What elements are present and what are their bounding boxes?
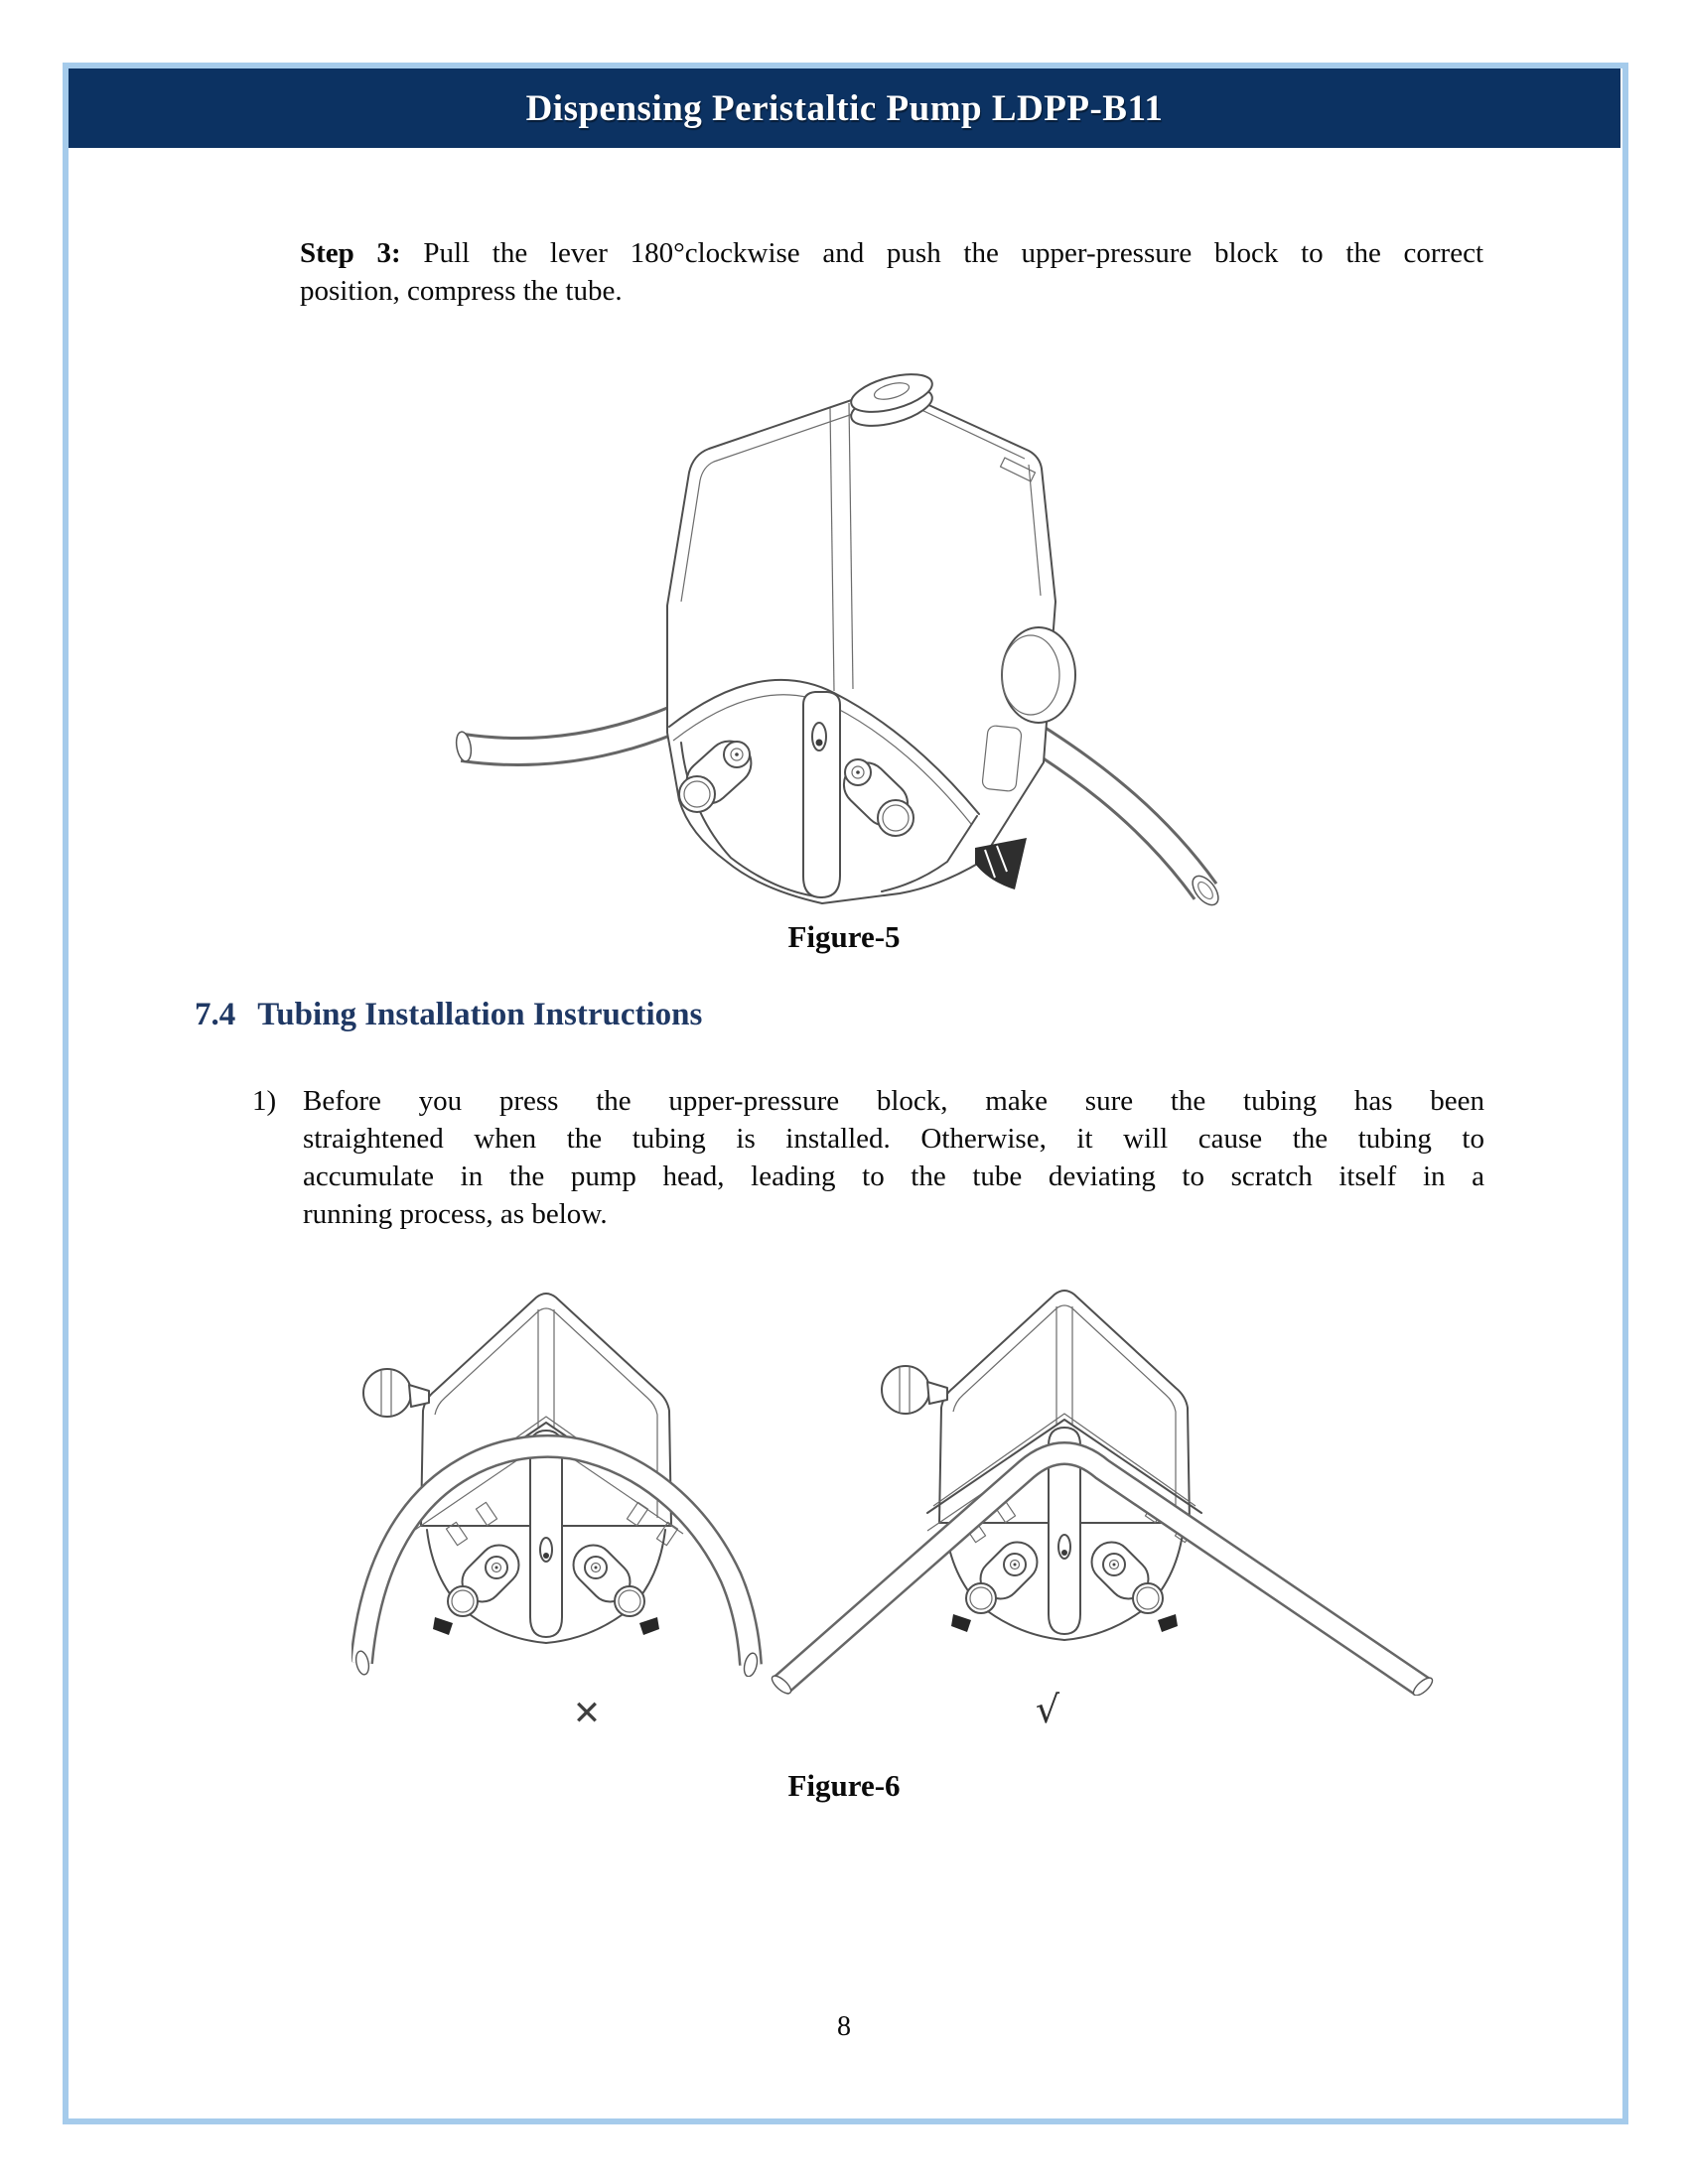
foot-left: [433, 1617, 453, 1635]
pump-lever: [529, 1430, 563, 1638]
section-heading: 7.4 Tubing Installation Instructions: [195, 997, 702, 1033]
pump-lever: [802, 691, 841, 898]
list-line1: Before you press the upper-pressure bloc…: [303, 1085, 1484, 1117]
document-title: Dispensing Peristaltic Pump LDPP-B11: [525, 87, 1164, 129]
list-item-paragraph: Before you press the upper-pressure bloc…: [303, 1082, 1484, 1233]
pump-top-cap: [850, 373, 933, 427]
step3-line1-text: Pull the lever 180°clockwise and push th…: [400, 237, 1483, 269]
dark-wedge: [975, 838, 1027, 889]
step3-line1: Step 3: Pull the lever 180°clockwise and…: [300, 234, 1483, 272]
pump-side-knob: [1001, 626, 1076, 724]
pump-lever: [1048, 1427, 1081, 1635]
section-number: 7.4: [195, 997, 236, 1032]
foot-left: [951, 1614, 971, 1632]
foot-right: [639, 1617, 659, 1635]
wrong-cross-mark: ✕: [572, 1694, 602, 1733]
tube-curved-wrong: [352, 1433, 763, 1677]
figure6-correct-pump-drawing: [771, 1290, 1434, 1696]
figure6-wrong-pump-drawing: [352, 1293, 763, 1677]
left-roller-plate: [678, 740, 753, 813]
step3-paragraph: Step 3: Pull the lever 180°clockwise and…: [300, 234, 1483, 310]
correct-check-mark: √: [1035, 1688, 1060, 1731]
roller-plates: [965, 1541, 1164, 1614]
list-line4: running process, as below.: [303, 1198, 608, 1230]
list-marker: 1): [252, 1085, 277, 1117]
lower-vent: [981, 725, 1023, 792]
document-header-bar: Dispensing Peristaltic Pump LDPP-B11: [69, 68, 1620, 148]
list-line2: straightened when the tubing is installe…: [303, 1123, 1484, 1155]
head-band: [926, 1419, 1202, 1514]
tube-straight-correct: [771, 1441, 1434, 1696]
right-roller-plate: [842, 758, 914, 837]
roller-plates: [447, 1544, 645, 1617]
pump-body: [666, 388, 1056, 904]
page-number: 8: [837, 2011, 851, 2042]
list-line3: accumulate in the pump head, leading to …: [303, 1160, 1484, 1192]
side-vents: [445, 1501, 679, 1547]
section-title: Tubing Installation Instructions: [257, 997, 703, 1032]
lever-ball-knob: [881, 1365, 948, 1415]
figure5-pump-drawing: [455, 373, 1219, 906]
side-slot: [999, 457, 1037, 482]
step3-line2: position, compress the tube.: [300, 275, 623, 307]
lever-ball-knob: [362, 1368, 430, 1418]
figure6-caption: Figure-6: [787, 1768, 901, 1803]
step3-label: Step 3:: [300, 237, 401, 269]
figure5-caption: Figure-5: [787, 919, 901, 954]
foot-right: [1158, 1614, 1178, 1632]
